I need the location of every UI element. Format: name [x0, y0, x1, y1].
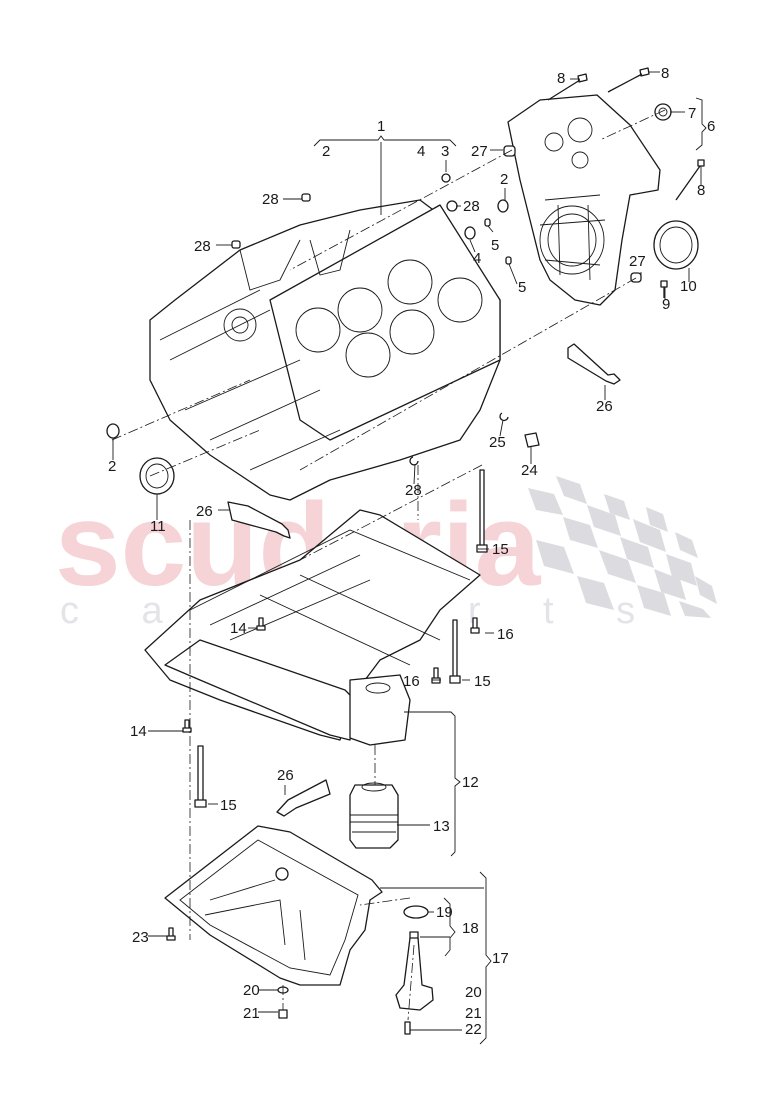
bolt-15-icon	[449, 619, 461, 684]
checkered-flag-icon	[528, 476, 717, 618]
callout-label[interactable]: 28	[405, 482, 422, 499]
callout-label[interactable]: 2	[500, 171, 508, 188]
callout-label[interactable]: 21	[465, 1005, 482, 1022]
bolt-15-icon	[194, 745, 207, 808]
oil-filter-housing	[349, 674, 411, 746]
callout-label[interactable]: 8	[557, 70, 565, 87]
callout-label[interactable]: 2	[108, 458, 116, 475]
callout-label[interactable]: 28	[463, 198, 480, 215]
oil-seal-10	[653, 220, 699, 270]
callout-label[interactable]: 27	[629, 253, 646, 270]
callout-label[interactable]: 11	[150, 518, 166, 535]
callout-label[interactable]: 16	[403, 673, 420, 690]
plug-24	[524, 432, 540, 448]
bolt-16-icon	[470, 617, 480, 634]
drain-plug-21-icon	[278, 1009, 288, 1019]
sealant-tubes	[227, 343, 621, 817]
bolt-8b	[607, 67, 650, 93]
callout-label[interactable]: 26	[277, 767, 294, 784]
dowel-28a	[301, 193, 311, 202]
sealing-plug-28	[446, 200, 458, 212]
sealant-tube-icon	[227, 501, 291, 539]
callout-label[interactable]: 4	[473, 250, 481, 267]
callout-label[interactable]: 21	[243, 1005, 260, 1022]
sealing-plug-2	[497, 199, 509, 213]
callout-label[interactable]: 7	[688, 105, 696, 122]
sealant-tube-icon	[567, 343, 621, 385]
seal-4	[464, 226, 476, 240]
bolt-22	[404, 1021, 411, 1035]
dowel-28b	[231, 240, 241, 249]
callout-label[interactable]: 8	[697, 182, 705, 199]
small-parts-top	[106, 67, 705, 495]
bolt-8a	[547, 73, 588, 101]
callout-label[interactable]: 24	[521, 462, 538, 479]
callout-label[interactable]: 12	[462, 774, 479, 791]
callout-label[interactable]: 15	[474, 673, 491, 690]
drain-plug-boss	[275, 867, 289, 881]
callout-label[interactable]: 26	[196, 503, 213, 520]
callout-label[interactable]: 14	[230, 620, 247, 637]
bolt-14-icon	[182, 719, 192, 733]
bolt-9	[660, 280, 668, 298]
callout-label[interactable]: 9	[662, 296, 670, 313]
dowel-27b	[630, 272, 642, 283]
sealing-plug-3	[441, 173, 451, 183]
bolt-16-icon	[431, 667, 441, 684]
callout-label[interactable]: 23	[132, 929, 149, 946]
callout-label[interactable]: 22	[465, 1021, 482, 1038]
upper-oil-pan[interactable]	[144, 509, 481, 746]
pin-5b	[505, 256, 512, 265]
oil-seal-7	[654, 103, 672, 121]
oil-seal-11	[139, 457, 175, 495]
sealant-tube-icon	[276, 779, 331, 817]
o-ring-25	[499, 412, 509, 422]
callout-label[interactable]: 10	[680, 278, 697, 295]
callout-label[interactable]: 27	[471, 143, 488, 160]
callout-label[interactable]: 13	[433, 818, 450, 835]
callout-labels: 1 2 4 3 27 2 28 28 28 5 4 5 8 8 7 6 8 27…	[108, 65, 715, 1038]
callout-label[interactable]: 15	[220, 797, 237, 814]
leader-lines	[112, 71, 707, 1045]
bolt-23-icon	[166, 927, 176, 941]
bolt-14-icon	[256, 617, 266, 631]
callout-label[interactable]: 16	[497, 626, 514, 643]
callout-label[interactable]: 14	[130, 723, 147, 740]
callout-label[interactable]: 5	[518, 279, 526, 296]
callout-label[interactable]: 17	[492, 950, 509, 967]
timing-case-cover[interactable]	[507, 94, 661, 306]
clip-28	[409, 456, 419, 466]
sealing-plug-2b	[106, 423, 120, 439]
callout-label[interactable]: 2	[322, 143, 330, 160]
callout-label[interactable]: 8	[661, 65, 669, 82]
callout-label[interactable]: 15	[492, 541, 509, 558]
callout-label[interactable]: 28	[194, 238, 211, 255]
bolt-15-icon	[476, 469, 488, 553]
oil-filter-cap[interactable]	[349, 782, 399, 849]
callout-label[interactable]: 25	[489, 434, 506, 451]
bolt-8c	[675, 159, 705, 201]
callout-label[interactable]: 3	[441, 143, 449, 160]
callout-label[interactable]: 18	[462, 920, 479, 937]
cylinder-block[interactable]	[149, 199, 501, 501]
callout-label[interactable]: 19	[436, 904, 453, 921]
pin-5a	[484, 218, 491, 227]
callout-label[interactable]: 5	[491, 237, 499, 254]
alignment-lines	[111, 109, 666, 1021]
callout-label[interactable]: 1	[377, 118, 385, 135]
o-ring-19	[403, 905, 429, 919]
callout-label[interactable]: 28	[262, 191, 279, 208]
callout-label[interactable]: 4	[417, 143, 425, 160]
callout-label[interactable]: 6	[707, 118, 715, 135]
callout-label[interactable]: 26	[596, 398, 613, 415]
oil-level-sensor[interactable]	[395, 905, 434, 1035]
callout-label[interactable]: 20	[243, 982, 260, 999]
lower-oil-pan[interactable]	[164, 825, 383, 986]
callout-label[interactable]: 20	[465, 984, 482, 1001]
